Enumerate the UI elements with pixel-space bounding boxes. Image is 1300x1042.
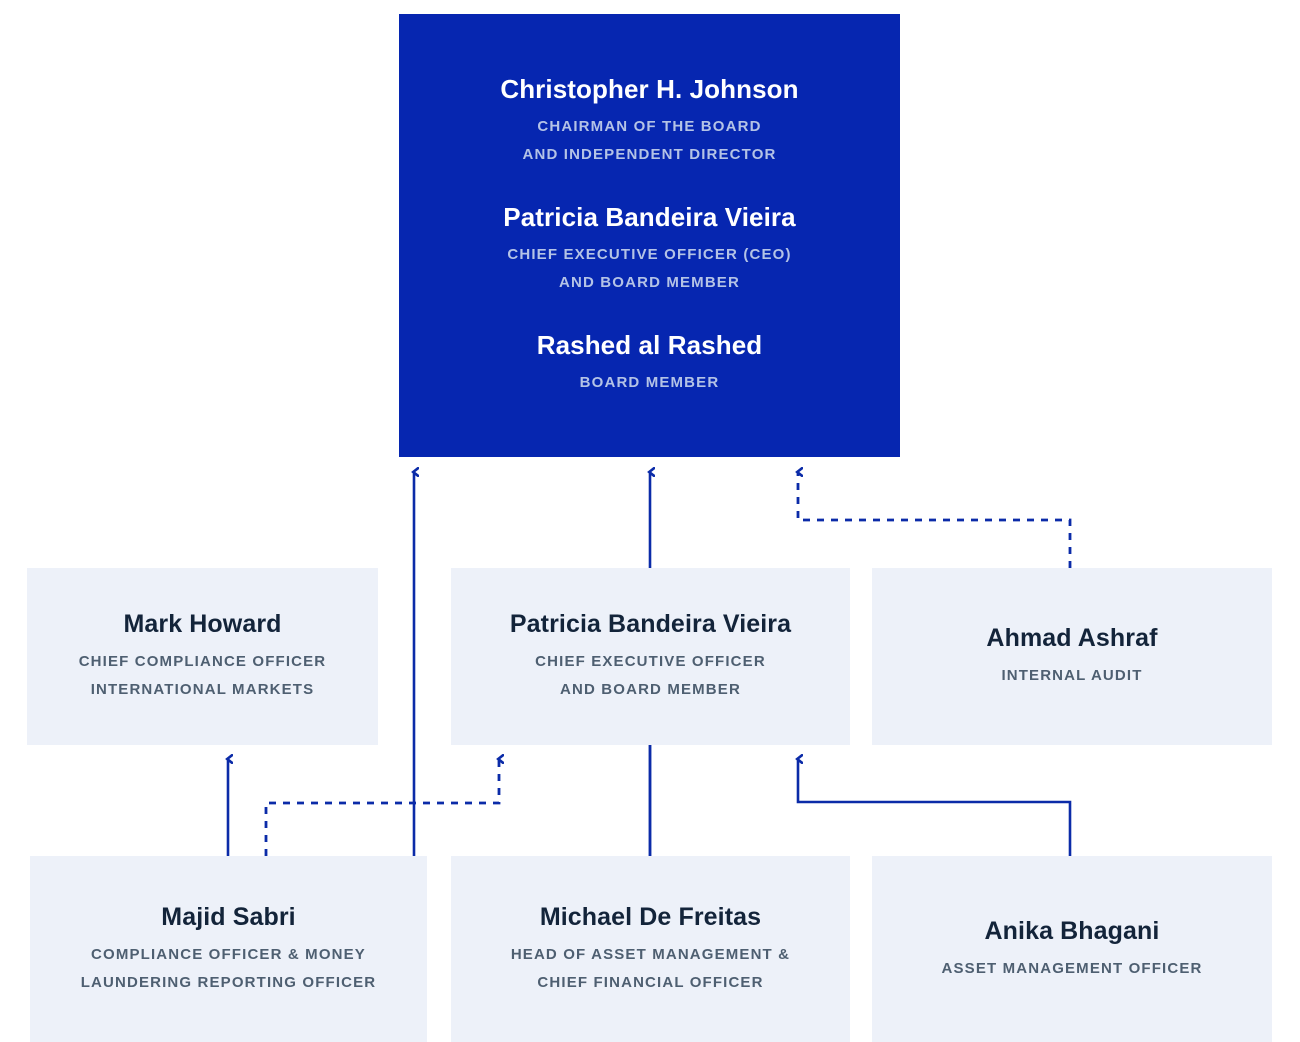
- board-member-title-line1: BOARD MEMBER: [579, 374, 720, 392]
- board-member-name: Christopher H. Johnson: [500, 74, 799, 105]
- node-title: CHIEF COMPLIANCE OFFICER INTERNATIONAL M…: [79, 648, 327, 704]
- node-patricia-bandeira-vieira-ceo[interactable]: Patricia Bandeira Vieira CHIEF EXECUTIVE…: [451, 568, 850, 745]
- node-name: Ahmad Ashraf: [986, 624, 1158, 653]
- board-member-director: Rashed al Rashed BOARD MEMBER: [425, 330, 874, 396]
- board-member-title: CHAIRMAN OF THE BOARD AND INDEPENDENT DI…: [425, 113, 874, 169]
- node-title-line2: AND BOARD MEMBER: [560, 681, 741, 698]
- connector-ahmad-to-board: [798, 472, 1072, 568]
- board-member-title-line2: AND BOARD MEMBER: [559, 273, 740, 291]
- connector-anika-to-ceo: [798, 759, 1072, 856]
- node-title-line1: ASSET MANAGEMENT OFFICER: [941, 959, 1203, 977]
- board-member-name: Rashed al Rashed: [536, 330, 763, 361]
- node-title: ASSET MANAGEMENT OFFICER: [942, 955, 1203, 983]
- board-member-title-line2: AND INDEPENDENT DIRECTOR: [522, 145, 777, 163]
- board-member-title-line1: CHIEF EXECUTIVE OFFICER (CEO): [507, 245, 792, 263]
- node-title-line1: CHIEF COMPLIANCE OFFICER: [78, 653, 327, 671]
- board-member-title: BOARD MEMBER: [425, 369, 874, 397]
- node-title-line1: CHIEF EXECUTIVE OFFICER: [535, 653, 766, 671]
- node-title-line1: INTERNAL AUDIT: [1001, 667, 1143, 685]
- node-name: Majid Sabri: [161, 902, 296, 931]
- board-member-name: Patricia Bandeira Vieira: [503, 202, 796, 233]
- node-title-line1: COMPLIANCE OFFICER & MONEY: [91, 945, 366, 963]
- node-majid-sabri[interactable]: Majid Sabri COMPLIANCE OFFICER & MONEY L…: [30, 856, 427, 1042]
- node-mark-howard[interactable]: Mark Howard CHIEF COMPLIANCE OFFICER INT…: [27, 568, 378, 745]
- node-name: Anika Bhagani: [984, 916, 1160, 945]
- node-title-line1: HEAD OF ASSET MANAGEMENT &: [510, 945, 791, 963]
- node-title-line2: LAUNDERING REPORTING OFFICER: [80, 973, 377, 991]
- node-anika-bhagani[interactable]: Anika Bhagani ASSET MANAGEMENT OFFICER: [872, 856, 1272, 1042]
- board-member-ceo: Patricia Bandeira Vieira CHIEF EXECUTIVE…: [425, 202, 874, 296]
- board-member-chairman: Christopher H. Johnson CHAIRMAN OF THE B…: [425, 74, 874, 168]
- node-title: INTERNAL AUDIT: [1001, 662, 1142, 690]
- board-node[interactable]: Christopher H. Johnson CHAIRMAN OF THE B…: [399, 14, 900, 457]
- board-member-title-line1: CHAIRMAN OF THE BOARD: [537, 117, 762, 135]
- node-title-line2: INTERNATIONAL MARKETS: [90, 681, 315, 698]
- node-name: Patricia Bandeira Vieira: [509, 610, 792, 639]
- node-michael-de-freitas[interactable]: Michael De Freitas HEAD OF ASSET MANAGEM…: [451, 856, 850, 1042]
- node-title: CHIEF EXECUTIVE OFFICER AND BOARD MEMBER: [535, 648, 766, 704]
- node-name: Michael De Freitas: [539, 902, 762, 931]
- connector-majid-to-ceo: [264, 759, 499, 856]
- node-name: Mark Howard: [123, 610, 282, 639]
- node-ahmad-ashraf[interactable]: Ahmad Ashraf INTERNAL AUDIT: [872, 568, 1272, 745]
- board-member-title: CHIEF EXECUTIVE OFFICER (CEO) AND BOARD …: [425, 241, 874, 297]
- node-title-line2: CHIEF FINANCIAL OFFICER: [537, 973, 764, 991]
- node-title: COMPLIANCE OFFICER & MONEY LAUNDERING RE…: [81, 941, 377, 997]
- node-title: HEAD OF ASSET MANAGEMENT & CHIEF FINANCI…: [511, 941, 790, 997]
